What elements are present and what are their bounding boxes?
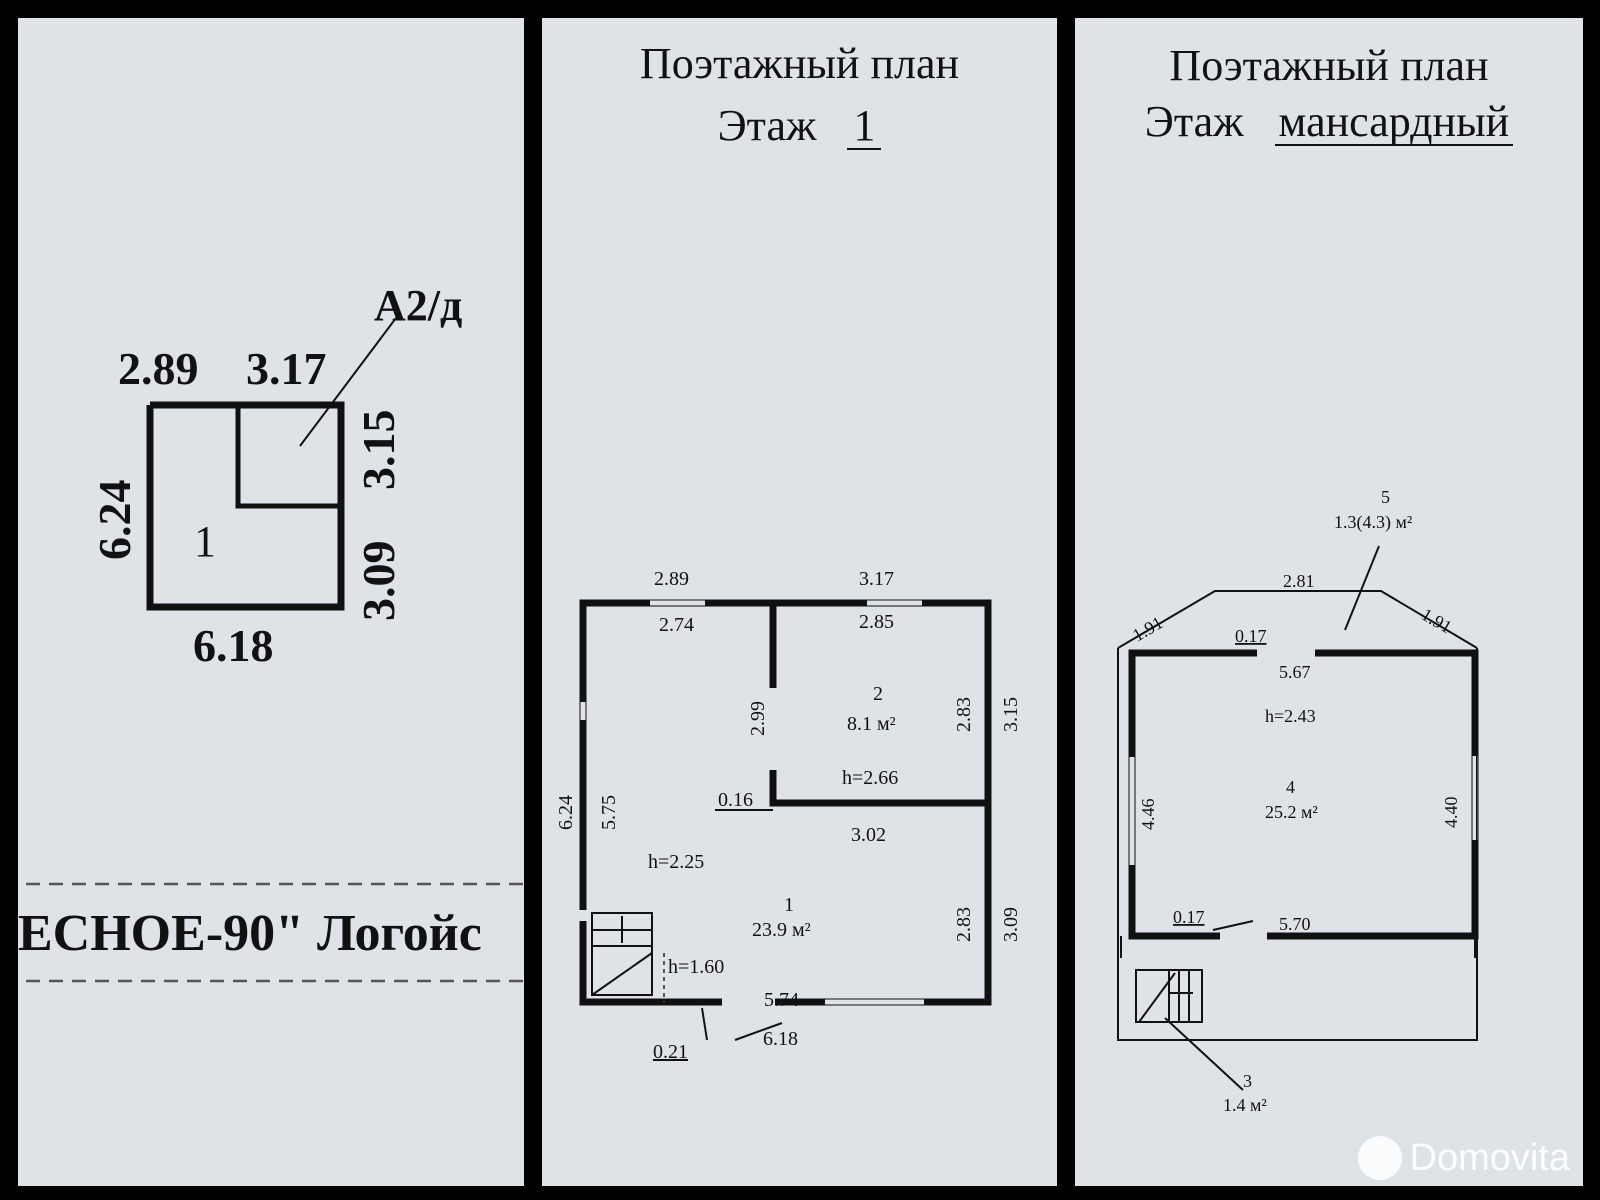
- dim-right-lower-outer: 3.09: [1000, 907, 1022, 942]
- dim-right-inner: 4.40: [1441, 797, 1461, 829]
- floor1-title: Поэтажный план: [639, 39, 960, 88]
- attic-title: Поэтажный план: [1169, 41, 1489, 90]
- dim-roof-left: 1.91: [1129, 612, 1166, 645]
- room4-height: h=2.43: [1265, 706, 1316, 726]
- inner-partition: [235, 405, 341, 509]
- room2-height: h=2.66: [842, 767, 898, 789]
- dim-left: 6.24: [89, 480, 140, 561]
- attic-stair-icon: [1135, 969, 1203, 1023]
- stair-icon: [591, 912, 665, 1002]
- dim-left-inner: 4.46: [1138, 799, 1158, 831]
- wall-bottom-left: [579, 921, 722, 1006]
- dim-wall-thick-bottom: 0.17: [1173, 907, 1205, 927]
- room-number: 1: [194, 517, 216, 566]
- floor1-dimensions: 2.89 3.17 2.74 2.85 2.99 2.83 3.15 0.16 …: [555, 568, 1022, 1063]
- floor1-drawing: 2.89 3.17 2.74 2.85 2.99 2.83 3.15 0.16 …: [555, 568, 1022, 1063]
- partition-lower: [769, 770, 988, 807]
- leader-room3: [1164, 1017, 1244, 1091]
- room4-area: 25.2 м²: [1265, 802, 1318, 822]
- floor1-room-labels: 2 8.1 м² h=2.66 1 23.9 м² h=2.25 h=1.60: [648, 683, 898, 978]
- floor1-floor-prefix: Этаж: [717, 101, 817, 150]
- wall-top-right: [1315, 649, 1479, 756]
- watermark-text: Domovita: [1409, 1136, 1571, 1179]
- windows: [579, 599, 924, 1006]
- room1-number: 1: [784, 894, 794, 916]
- dim-partition-height: 2.99: [747, 701, 769, 736]
- dim-right-upper: 3.15: [353, 410, 404, 491]
- dim-top-right-inner: 2.85: [859, 611, 894, 633]
- room4-number: 4: [1286, 777, 1295, 797]
- domovita-logo-icon: [1357, 1136, 1402, 1180]
- dim-inner-bottom: 5.70: [1279, 914, 1311, 934]
- dim-right-upper-outer: 3.15: [1000, 697, 1022, 732]
- floor1-plan-panel: Поэтажный план Этаж 1: [542, 18, 1057, 1186]
- floor1-floor-value: 1: [847, 104, 882, 150]
- leader-017-bottom: [1212, 920, 1254, 931]
- room5-area: 1.3(4.3) м²: [1334, 512, 1412, 533]
- dim-wall-thick-top: 0.17: [1235, 626, 1267, 646]
- leader-618: [734, 1022, 783, 1041]
- dim-bottom-inner: 5.74: [764, 989, 799, 1011]
- dim-left-outer: 6.24: [555, 795, 577, 830]
- dim-room2-inner-right: 2.83: [953, 697, 975, 732]
- room2-number: 2: [873, 683, 883, 705]
- room2-area: 8.1 м²: [847, 713, 896, 735]
- attic-windows: [1128, 756, 1479, 865]
- dim-top-left: 2.89: [118, 343, 199, 394]
- building-outline: [146, 401, 345, 611]
- dim-roof-top: 2.81: [1283, 571, 1315, 591]
- dim-room1-inner-right: 2.83: [953, 907, 975, 942]
- room1-area: 23.9 м²: [752, 919, 811, 941]
- attic-room-labels: 5 1.3(4.3) м² h=2.43 4 25.2 м² 3 1.4 м²: [1223, 487, 1412, 1115]
- room1-height: h=2.25: [648, 851, 704, 873]
- band-text: ЕСНОЕ-90" Логойс: [18, 905, 482, 962]
- attic-floor-prefix: Этаж: [1144, 97, 1244, 146]
- site-plan-panel: А2/д 2.89 3.17 3.15 3.09 6.24 6.18 1 ЕСН…: [18, 18, 524, 1186]
- attic-plan-panel: Поэтажный план Этаж мансардный: [1075, 18, 1583, 1186]
- attic-dimensions: 1.91 2.81 1.91 0.17 5.67 4.46 4.40 0.17 …: [1129, 571, 1461, 934]
- label-a2d: А2/д: [374, 281, 462, 330]
- leader-line: [299, 317, 397, 447]
- attic-drawing: 1.91 2.81 1.91 0.17 5.67 4.46 4.40 0.17 …: [1117, 487, 1479, 1115]
- roof-outline: [1117, 590, 1478, 649]
- wall-top-left: [579, 599, 650, 702]
- dim-wall-thickness: 0.21: [653, 1041, 688, 1063]
- dim-top-right-outer: 3.17: [859, 568, 894, 590]
- floor1-floor-line: Этаж 1: [542, 104, 1057, 150]
- wall-top-left: [1128, 649, 1257, 757]
- dim-inner-top: 5.67: [1279, 662, 1311, 682]
- dim-top-left-inner: 2.74: [659, 614, 694, 636]
- dim-partition-thickness: 0.16: [718, 789, 753, 811]
- room5-number: 5: [1381, 487, 1390, 507]
- dim-top-left-outer: 2.89: [654, 568, 689, 590]
- dim-top-right: 3.17: [246, 343, 327, 394]
- dim-partition-bottom: 3.02: [851, 824, 886, 846]
- attic-floor-line: Этаж мансардный: [1075, 100, 1583, 146]
- stair-height: h=1.60: [668, 956, 724, 978]
- leader-021: [701, 1007, 708, 1041]
- watermark: Domovita: [1357, 1136, 1571, 1180]
- dim-right-lower: 3.09: [353, 541, 404, 622]
- room3-number: 3: [1243, 1071, 1252, 1091]
- dim-bottom: 6.18: [193, 620, 274, 671]
- room3-area: 1.4 м²: [1223, 1095, 1267, 1115]
- site-plan-drawing: А2/д 2.89 3.17 3.15 3.09 6.24 6.18 1 ЕСН…: [18, 281, 524, 983]
- dim-left-inner: 5.75: [598, 795, 620, 830]
- wall-bottom-left: [1128, 865, 1220, 940]
- dim-bottom-outer: 6.18: [763, 1028, 798, 1050]
- attic-floor-value: мансардный: [1274, 100, 1514, 146]
- leader-room5: [1344, 545, 1380, 631]
